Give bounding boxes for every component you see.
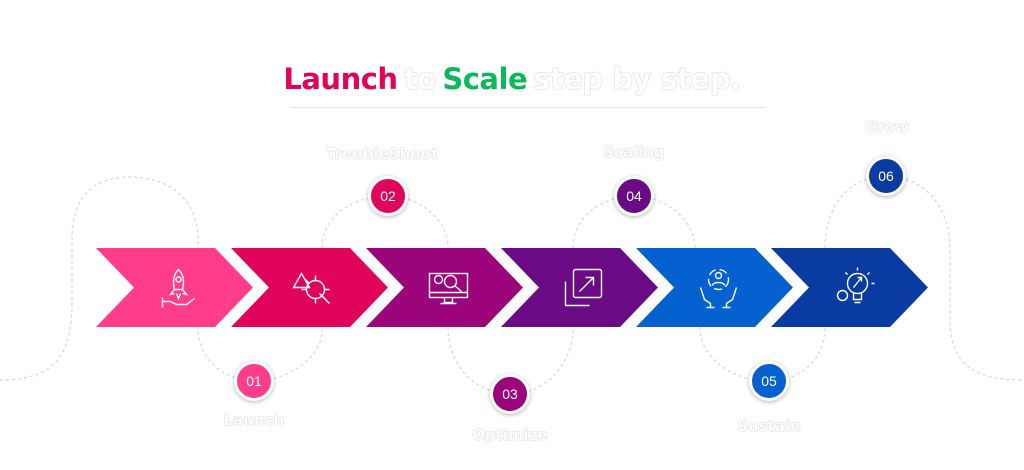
- step-number-badge: 05: [749, 361, 789, 401]
- step-label: Optimize: [472, 426, 548, 444]
- title-underline: [290, 107, 765, 108]
- step-label: TroubleShoot: [325, 145, 439, 163]
- title-to: to: [403, 62, 437, 96]
- resize-arrow-icon: [564, 268, 603, 307]
- monitor-search-gear-icon: [428, 272, 469, 305]
- step-number-badge: 02: [368, 176, 408, 216]
- step-number-badge: 06: [866, 156, 906, 196]
- step-label: Scaling: [603, 143, 665, 161]
- step-label: Sustain: [737, 417, 801, 435]
- step-number-badge: 03: [490, 374, 530, 414]
- lightbulb-gear-icon: [836, 267, 875, 304]
- gear-wrench-warning-icon: [292, 272, 330, 304]
- step-label: Launch: [223, 411, 285, 429]
- title-launch: Launch: [283, 62, 398, 96]
- step-arrow-06: [771, 248, 928, 327]
- step-number-badge: 04: [614, 176, 654, 216]
- step-number-badge: 01: [234, 361, 274, 401]
- rocket-hand-icon: [161, 268, 195, 308]
- step-arrow-03: [366, 248, 523, 327]
- step-arrow-04: [501, 248, 658, 327]
- step-label: Grow: [865, 118, 909, 136]
- step-arrow-05: [636, 248, 793, 327]
- title-step-by-step: step by step.: [533, 62, 741, 96]
- hands-user-cycle-icon: [699, 268, 738, 309]
- title-scale: Scale: [442, 62, 528, 96]
